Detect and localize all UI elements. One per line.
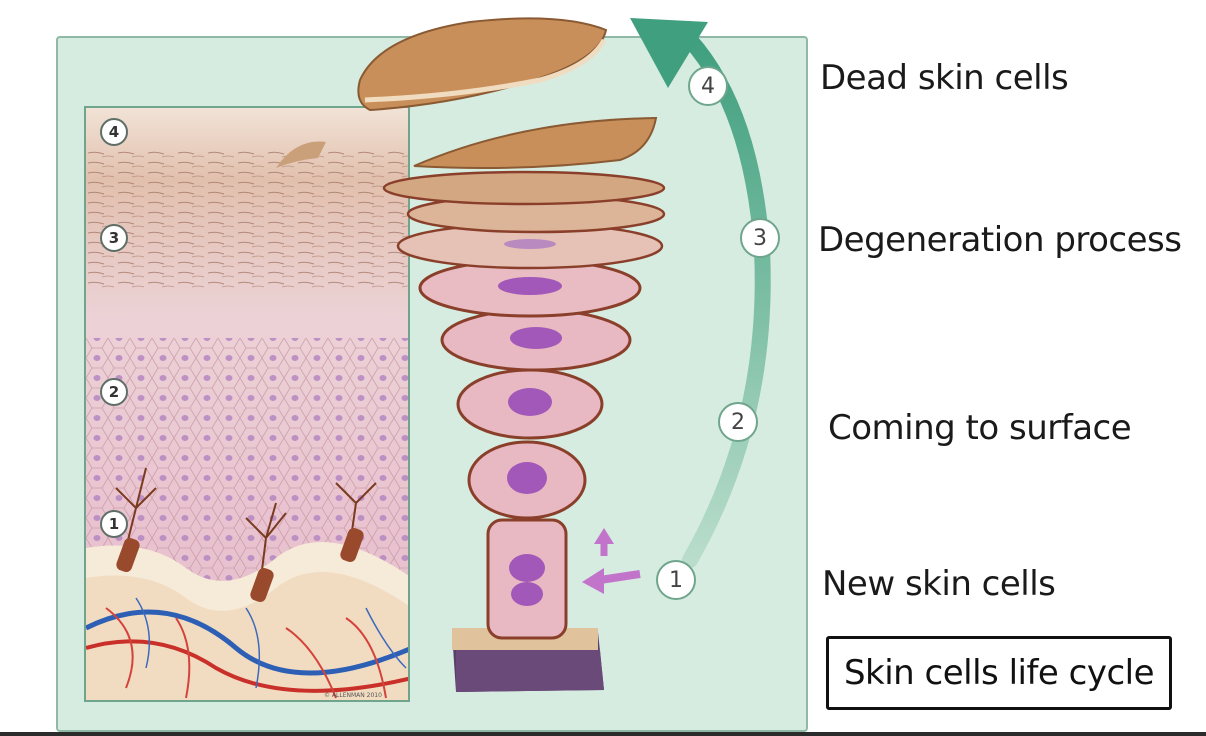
label-coming-to-surface: Coming to surface bbox=[828, 408, 1131, 448]
label-dead-skin-cells: Dead skin cells bbox=[820, 58, 1068, 98]
cycle-stage-4-badge: 4 bbox=[688, 66, 728, 106]
caption-text: Skin cells life cycle bbox=[844, 653, 1154, 693]
cycle-stage-1-badge: 1 bbox=[656, 560, 696, 600]
cycle-stage-2-badge: 2 bbox=[718, 402, 758, 442]
bottom-divider bbox=[0, 732, 1206, 736]
diagram-caption: Skin cells life cycle bbox=[826, 636, 1172, 710]
label-new-skin-cells: New skin cells bbox=[822, 564, 1055, 604]
cycle-stage-3-badge: 3 bbox=[740, 218, 780, 258]
label-degeneration-process: Degeneration process bbox=[818, 220, 1181, 260]
cell-stack bbox=[358, 18, 664, 638]
